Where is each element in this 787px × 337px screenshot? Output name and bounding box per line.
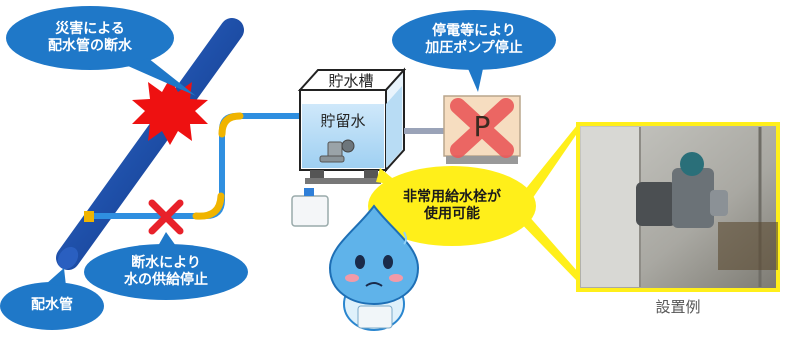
callout-main-pipe-bubble — [0, 268, 104, 330]
callout-disaster-bubble — [6, 6, 196, 96]
mascot-water-drop — [328, 204, 420, 331]
photo-caption: 設置例 — [655, 297, 701, 316]
main-pipe — [56, 18, 244, 270]
service-pipe — [84, 112, 303, 222]
tank-stored-water-label: 貯留水 — [320, 111, 366, 130]
callout-power-bubble — [392, 10, 556, 92]
supply-stop-cross-icon — [148, 199, 184, 235]
callout-power-outage-label: 停電等により 加圧ポンプ停止 — [425, 22, 523, 57]
installation-photo — [576, 122, 780, 292]
water-jug-icon — [291, 188, 329, 227]
pump-stopped-cross-icon — [450, 98, 514, 158]
hydrant-callout — [368, 124, 578, 282]
pump-pipe — [404, 128, 448, 134]
callout-supply-stop-label: 断水により 水の供給停止 — [124, 254, 208, 289]
callout-disaster-label: 災害による 配水管の断水 — [48, 20, 132, 55]
water-tank — [297, 67, 407, 184]
callout-supply-stop-bubble — [84, 232, 248, 300]
hydrant-available-label: 非常用給水栓が 使用可能 — [403, 188, 501, 223]
callout-main-pipe-label: 配水管 — [31, 297, 73, 314]
tank-title: 貯水槽 — [328, 71, 374, 90]
pump-letter: P — [473, 109, 491, 143]
burst-icon — [132, 78, 208, 145]
